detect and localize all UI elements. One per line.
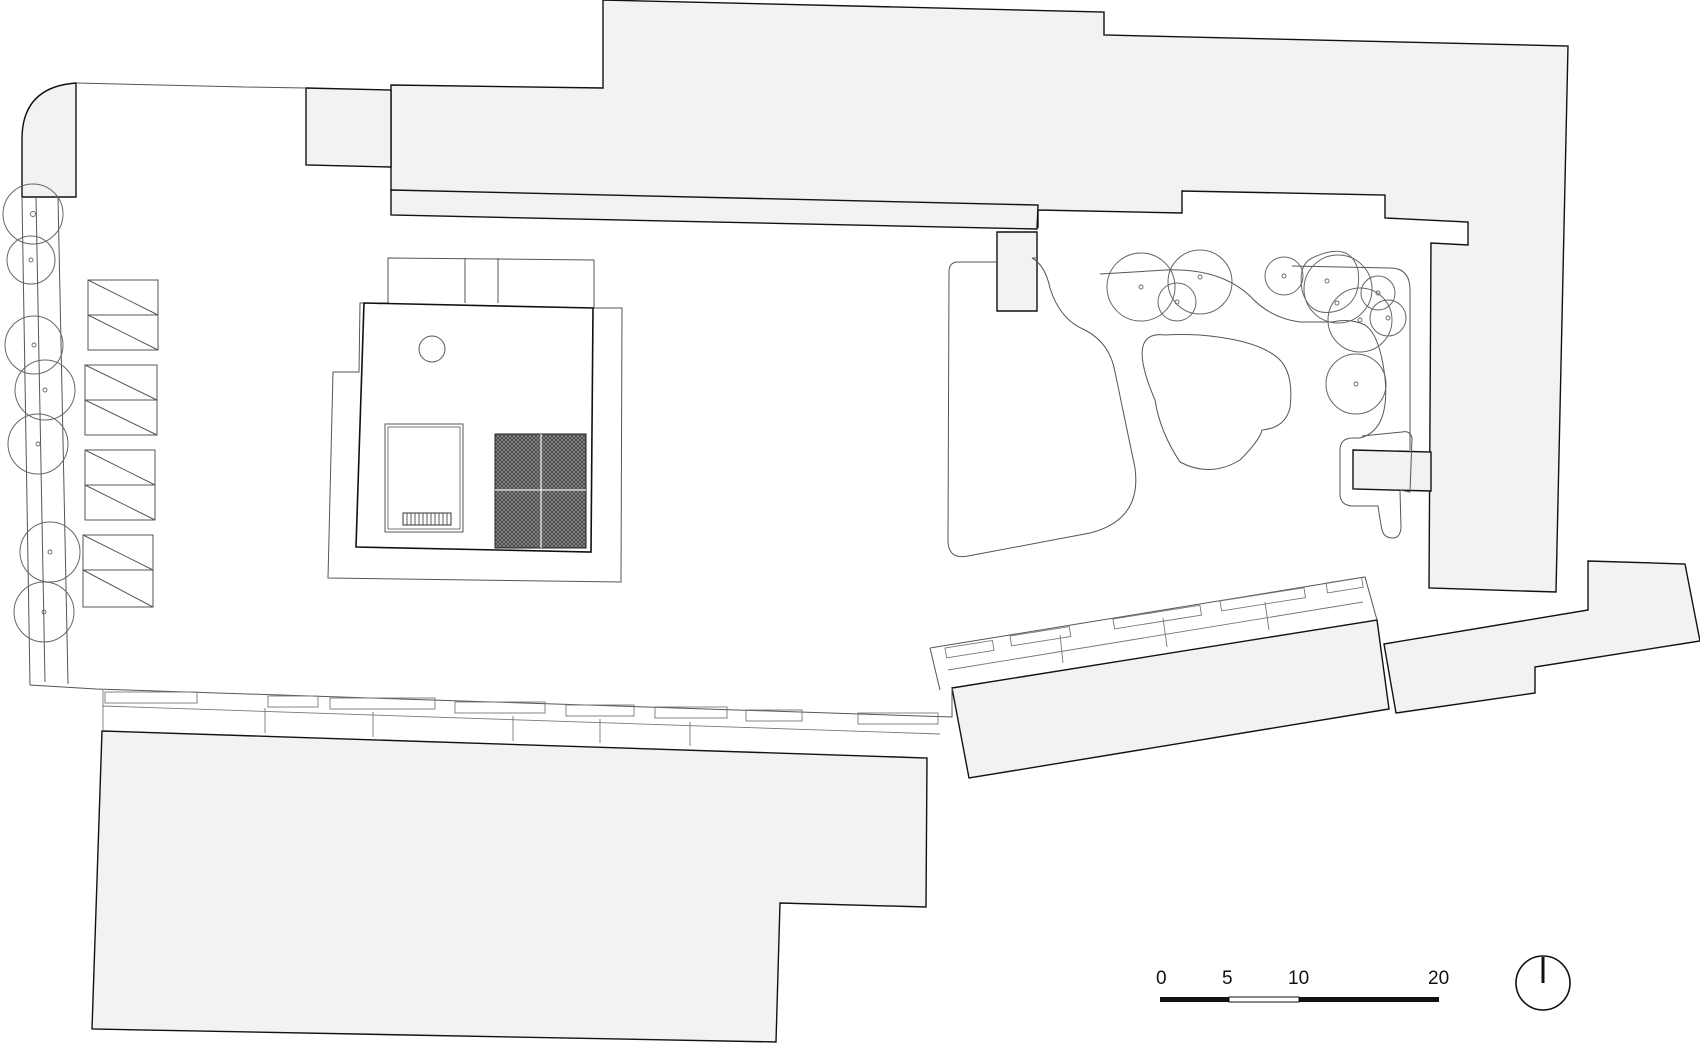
building-corner-west (21, 82, 77, 198)
scale-label-10: 10 (1288, 968, 1309, 989)
garden-path (1099, 269, 1413, 539)
buildings (21, 0, 1700, 1043)
scale-label-5: 5 (1222, 968, 1233, 989)
scale-label-20: 20 (1428, 968, 1449, 989)
central-pavilion (327, 257, 623, 583)
building-southeast (951, 619, 1390, 779)
scale-label-0: 0 (1156, 968, 1167, 989)
trees-west (2, 183, 81, 643)
building-northwest-block (305, 87, 392, 168)
building-south (91, 730, 928, 1043)
north-arrow-icon (1515, 955, 1571, 1011)
building-north-strip (390, 189, 1039, 230)
pavilion-skylight (418, 335, 446, 363)
building-east (1383, 560, 1700, 714)
parking-west (82, 279, 159, 608)
garden-east (947, 249, 1413, 558)
scale-bar-segment-10-20 (1299, 997, 1439, 1002)
building-garden-pavilion (1352, 449, 1432, 492)
building-garden-kiosk (996, 231, 1038, 312)
site-boundary (21, 82, 1378, 746)
pavilion-court (384, 423, 464, 533)
scale-bar-segment-0-5 (1160, 997, 1229, 1002)
scale-bar-segment-5-10 (1228, 996, 1300, 1003)
garden-pond (1141, 334, 1292, 471)
trees-garden (1106, 249, 1407, 415)
scale-bar: 0 5 10 20 (1156, 968, 1449, 1003)
garden-lawn (947, 257, 1137, 558)
